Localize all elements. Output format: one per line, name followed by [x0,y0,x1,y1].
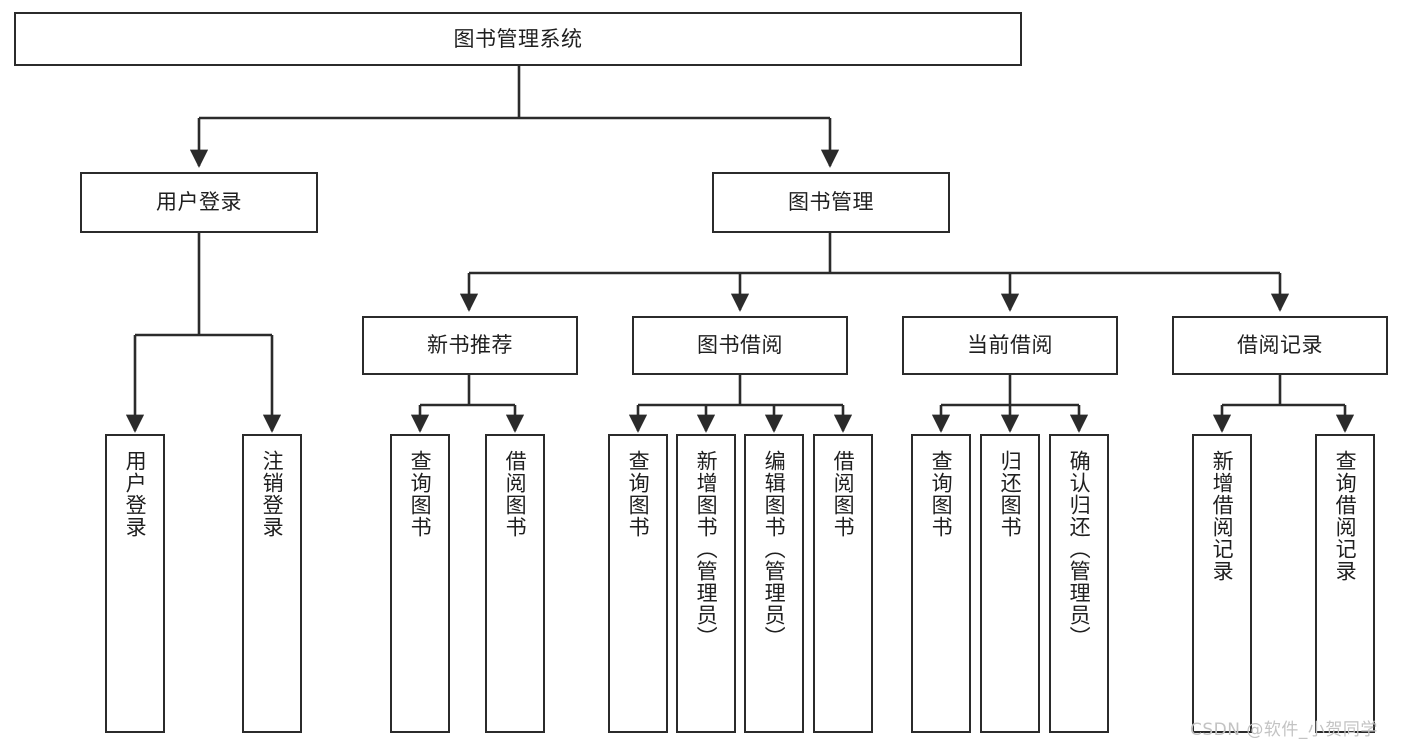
leaf-borrow-books[interactable]: 借阅图书 [813,434,873,733]
node-new-book-recommend-label: 新书推荐 [427,333,513,358]
node-current-borrow-label: 当前借阅 [967,333,1053,358]
node-root[interactable]: 图书管理系统 [14,12,1022,66]
leaf-query-books-current-label: 查询图书 [929,450,954,538]
leaf-user-login-label: 用户登录 [123,450,148,538]
node-new-book-recommend[interactable]: 新书推荐 [362,316,578,375]
leaf-borrow-books-recommend-label: 借阅图书 [503,450,528,538]
leaf-query-borrow-record-label: 查询借阅记录 [1333,450,1358,582]
leaf-query-books-borrow-label: 查询图书 [626,450,651,538]
leaf-logout[interactable]: 注销登录 [242,434,302,733]
csdn-watermark: CSDN @软件_小贺同学 [1190,720,1378,740]
leaf-return-books-label: 归还图书 [998,450,1023,538]
leaf-query-books-borrow[interactable]: 查询图书 [608,434,668,733]
leaf-add-borrow-record-label: 新增借阅记录 [1210,450,1235,582]
leaf-user-login[interactable]: 用户登录 [105,434,165,733]
node-user-login[interactable]: 用户登录 [80,172,318,233]
leaf-borrow-books-recommend[interactable]: 借阅图书 [485,434,545,733]
leaf-query-borrow-record[interactable]: 查询借阅记录 [1315,434,1375,733]
leaf-add-book-admin[interactable]: 新增图书（管理员） [676,434,736,733]
leaf-borrow-books-label: 借阅图书 [831,450,856,538]
leaf-query-books-current[interactable]: 查询图书 [911,434,971,733]
node-book-borrow[interactable]: 图书借阅 [632,316,848,375]
node-root-label: 图书管理系统 [453,26,583,51]
node-book-management-label: 图书管理 [788,190,874,215]
leaf-add-book-admin-label: 新增图书（管理员） [694,450,719,648]
node-borrow-records[interactable]: 借阅记录 [1172,316,1388,375]
leaf-query-books-recommend-label: 查询图书 [408,450,433,538]
leaf-confirm-return-admin-label: 确认归还（管理员） [1067,450,1092,648]
node-book-borrow-label: 图书借阅 [697,333,783,358]
leaf-query-books-recommend[interactable]: 查询图书 [390,434,450,733]
leaf-add-borrow-record[interactable]: 新增借阅记录 [1192,434,1252,733]
leaf-edit-book-admin[interactable]: 编辑图书（管理员） [744,434,804,733]
leaf-edit-book-admin-label: 编辑图书（管理员） [762,450,787,648]
node-user-login-label: 用户登录 [156,190,242,215]
node-borrow-records-label: 借阅记录 [1237,333,1323,358]
leaf-confirm-return-admin[interactable]: 确认归还（管理员） [1049,434,1109,733]
node-book-management[interactable]: 图书管理 [712,172,950,233]
node-current-borrow[interactable]: 当前借阅 [902,316,1118,375]
leaf-return-books[interactable]: 归还图书 [980,434,1040,733]
leaf-logout-label: 注销登录 [260,450,285,538]
